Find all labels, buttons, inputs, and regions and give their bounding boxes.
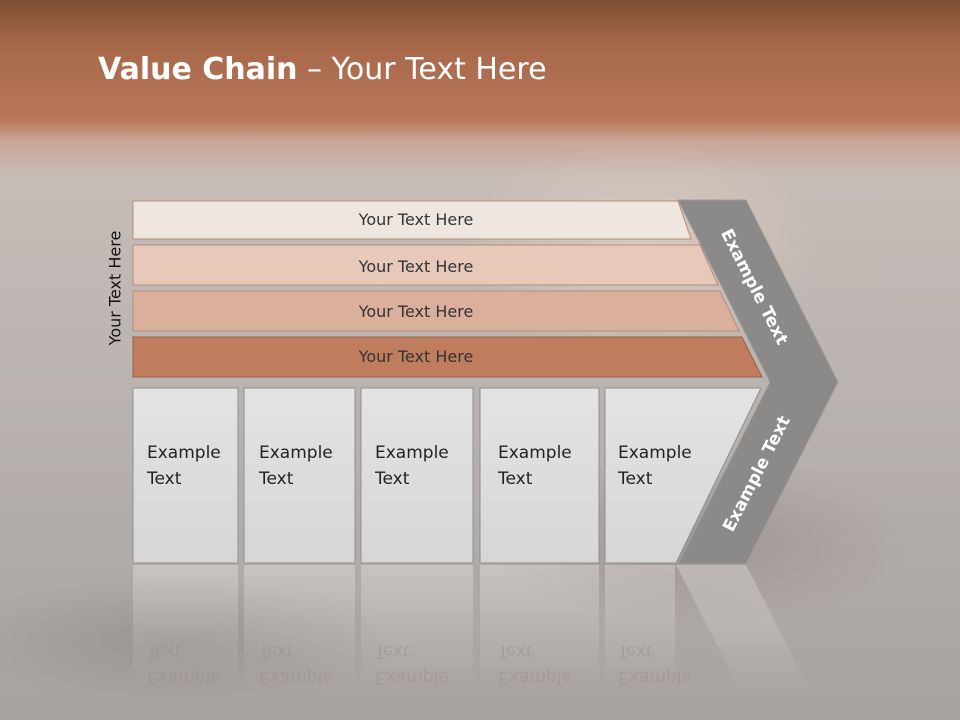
box-3-reflection-text: Example Text <box>375 638 449 690</box>
box-3-line-2: Text <box>375 469 410 489</box>
box-3-text: Example Text <box>375 440 449 492</box>
box-5 <box>604 387 762 564</box>
box-2-reflection-text: Example Text <box>259 638 333 690</box>
title-bold: Value Chain <box>98 52 298 87</box>
reflection-line-2: Text <box>618 641 653 661</box>
box-1-line-2: Text <box>147 469 182 489</box>
box-reflection <box>480 565 599 685</box>
reflection-line-1: Example <box>147 667 221 687</box>
box-1-text: Example Text <box>147 440 221 492</box>
reflection-line-2: Text <box>375 641 410 661</box>
box-1-line-1: Example <box>147 443 221 463</box>
box-5-line-1: Example <box>618 443 692 463</box>
box-reflection <box>361 565 473 685</box>
box-5-text: Example Text <box>618 440 692 492</box>
box-1-reflection-text: Example Text <box>147 638 221 690</box>
slide-title: Value Chain – Your Text Here <box>98 52 547 87</box>
box-2-text: Example Text <box>259 440 333 492</box>
box-4 <box>479 387 600 564</box>
box-4-line-1: Example <box>498 443 572 463</box>
box-4-text: Example Text <box>498 440 572 492</box>
chevron-arrow <box>677 199 839 565</box>
reflection-line-2: Text <box>259 641 294 661</box>
box-1 <box>132 387 239 564</box>
bar-4-label: Your Text Here <box>358 347 474 366</box>
box-3 <box>360 387 474 564</box>
box-5-line-2: Text <box>618 469 653 489</box>
bar-2-label: Your Text Here <box>358 257 474 276</box>
reflection-line-2: Text <box>147 641 182 661</box>
bar-1 <box>132 200 692 240</box>
bar-1-label: Your Text Here <box>358 210 474 229</box>
box-2 <box>243 387 356 564</box>
box-4-reflection-text: Example Text <box>498 638 572 690</box>
reflection-line-1: Example <box>375 667 449 687</box>
bar-2 <box>132 244 719 286</box>
bar-3 <box>132 290 740 332</box>
title-rest: – Your Text Here <box>297 52 547 87</box>
box-4-line-2: Text <box>498 469 533 489</box>
box-3-line-1: Example <box>375 443 449 463</box>
diagram-reflection <box>133 565 810 690</box>
box-reflection <box>244 565 355 685</box>
reflection-line-1: Example <box>618 667 692 687</box>
reflection-line-1: Example <box>259 667 333 687</box>
box-5-reflection-text: Example Text <box>618 638 692 690</box>
bar-3-label: Your Text Here <box>358 302 474 321</box>
reflection-line-2: Text <box>498 641 533 661</box>
box-2-line-2: Text <box>259 469 294 489</box>
box-2-line-1: Example <box>259 443 333 463</box>
box-reflection <box>133 565 238 685</box>
box-reflection <box>605 565 675 685</box>
reflection-line-1: Example <box>498 667 572 687</box>
chevron-reflection <box>676 565 810 690</box>
bar-4 <box>132 336 763 378</box>
